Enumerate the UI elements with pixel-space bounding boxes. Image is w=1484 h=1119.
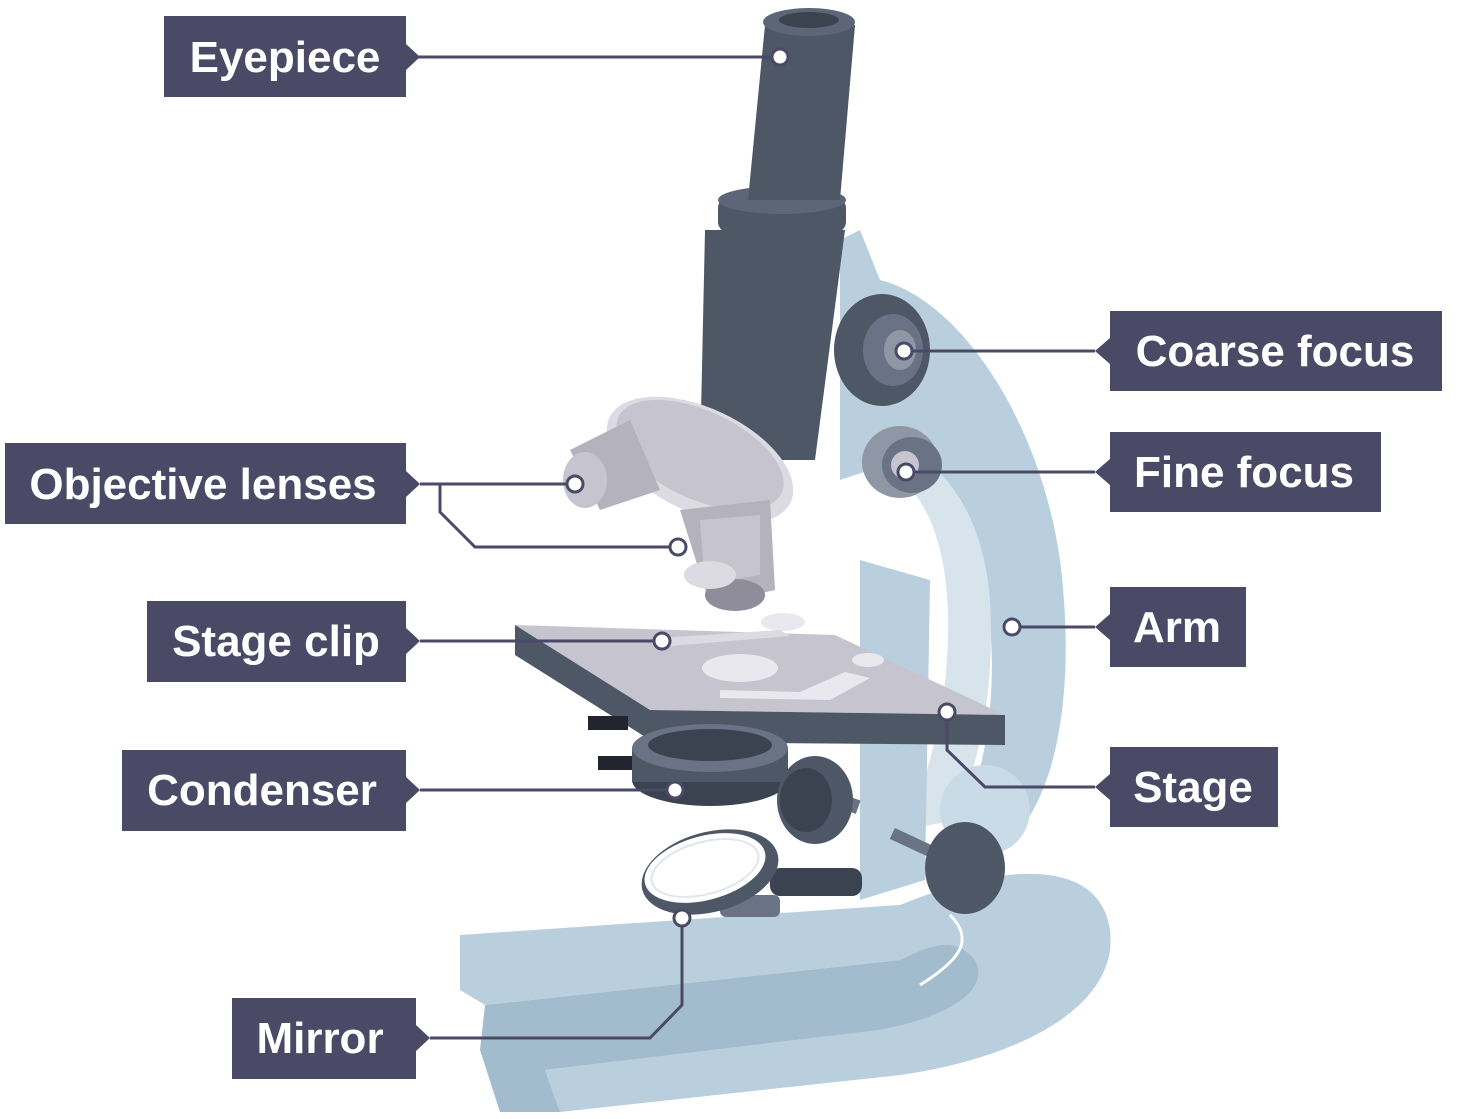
label-coarse-focus-text: Coarse focus [1136,327,1415,376]
dot-mirror [672,908,692,928]
label-objective-lenses-text: Objective lenses [29,460,376,509]
label-stage-clip: Stage clip [147,601,420,682]
leader-mirror [430,918,684,1040]
objective-lens-turret [563,396,794,611]
label-fine-focus-text: Fine focus [1134,448,1354,497]
label-mirror-text: Mirror [256,1014,383,1063]
leader-stage [945,712,1095,789]
dot-stage [937,702,957,722]
label-stage-text: Stage [1133,763,1253,812]
label-arm: Arm [1095,587,1246,667]
label-fine-focus: Fine focus [1095,432,1381,512]
label-coarse-focus: Coarse focus [1095,311,1442,391]
adjustment-knobs [777,756,1005,914]
label-condenser: Condenser [122,750,420,831]
body-tube [700,8,855,460]
dot-condenser [665,780,685,800]
label-eyepiece: Eyepiece [164,16,420,97]
dot-fine-focus [896,462,916,482]
label-stage: Stage [1095,747,1278,827]
leader-objective-lenses-lower [438,484,678,549]
dot-coarse-focus [894,341,914,361]
dot-stage-clip [652,631,672,651]
label-stage-clip-text: Stage clip [172,617,380,666]
condenser-unit [632,724,788,806]
label-condenser-text: Condenser [147,766,377,815]
label-arm-text: Arm [1133,603,1221,652]
label-mirror: Mirror [232,998,430,1079]
dot-objective-upper [565,474,585,494]
label-objective-lenses: Objective lenses [5,443,420,524]
dot-objective-lower [668,537,688,557]
dot-arm [1002,617,1022,637]
dot-eyepiece [770,47,790,67]
labels: Eyepiece Objective lenses Stage clip Con… [5,16,1442,1079]
microscope-illustration [460,8,1111,1112]
label-eyepiece-text: Eyepiece [190,33,381,82]
coarse-focus-knob [834,294,930,406]
base [460,873,1111,1112]
mirror-assembly [641,829,862,917]
